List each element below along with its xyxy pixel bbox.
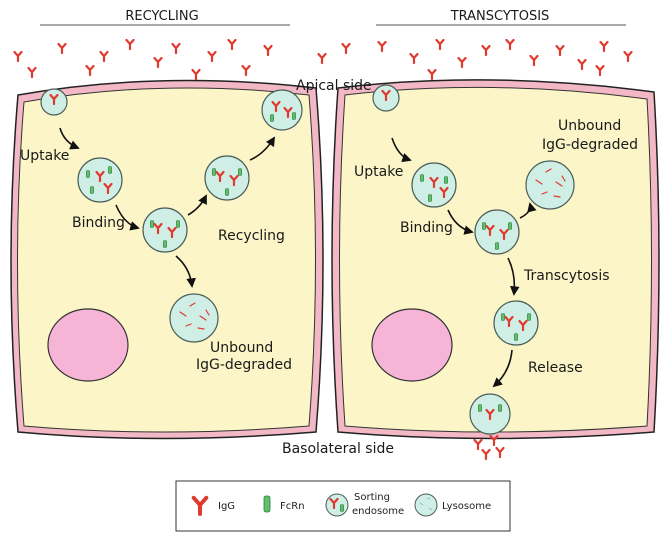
- uptake-vesicle-right: [372, 84, 400, 112]
- lysosome-left: [169, 293, 219, 343]
- igg-degraded-label-right: IgG-degraded: [542, 137, 638, 153]
- sorting-endosome-right-2: [474, 209, 520, 255]
- cell-left: [10, 79, 324, 440]
- released-igg: [473, 434, 505, 461]
- legend-endosome-label: endosome: [352, 506, 404, 517]
- sorting-endosome-left-2: [142, 207, 188, 253]
- basolateral-side-label: Basolateral side: [282, 441, 394, 457]
- sorting-endosome-left-3: [204, 155, 250, 201]
- igg-degraded-label-left: IgG-degraded: [196, 357, 292, 373]
- header-transcytosis-text: TRANSCYTOSIS: [450, 9, 550, 24]
- legend-sorting-label: Sorting: [354, 492, 390, 503]
- lysosome-right: [525, 160, 575, 210]
- legend-igg-label: IgG: [218, 501, 235, 512]
- legend-igg-icon: [191, 495, 209, 516]
- recycling-label: Recycling: [218, 228, 285, 244]
- transcytosis-label: Transcytosis: [523, 268, 610, 284]
- header-recycling-text: RECYCLING: [125, 9, 198, 24]
- apical-side-label: Apical side: [296, 78, 372, 94]
- exocytosis-vesicle-left: [261, 89, 303, 131]
- binding-label-right: Binding: [400, 220, 453, 236]
- unbound-label-right: Unbound: [558, 118, 621, 134]
- legend-sorting-endosome-icon: [325, 493, 349, 517]
- unbound-label-left: Unbound: [210, 340, 273, 356]
- header-recycling: RECYCLING: [40, 9, 290, 26]
- release-label: Release: [528, 360, 583, 376]
- nucleus-right: [371, 308, 453, 382]
- extracellular-igg: [13, 38, 633, 81]
- uptake-label-left: Uptake: [20, 148, 69, 164]
- legend-lysosome-icon: [414, 493, 438, 517]
- arrows: [59, 127, 537, 388]
- sorting-endosome-right-3: [493, 300, 539, 346]
- legend-lysosome-label: Lysosome: [442, 501, 491, 512]
- binding-label-left: Binding: [72, 215, 125, 231]
- nucleus-left: [47, 308, 129, 382]
- sorting-endosome-left-1: [77, 157, 123, 203]
- legend: IgG FcRn Sorting endosome Lysosome: [175, 480, 511, 532]
- legend-fcrn-label: FcRn: [280, 501, 305, 512]
- header-transcytosis: TRANSCYTOSIS: [376, 9, 626, 26]
- uptake-vesicle-left: [40, 88, 68, 116]
- legend-fcrn-icon: [263, 495, 271, 513]
- release-vesicle-right: [469, 393, 511, 435]
- uptake-label-right: Uptake: [354, 164, 403, 180]
- sorting-endosome-right-1: [411, 162, 457, 208]
